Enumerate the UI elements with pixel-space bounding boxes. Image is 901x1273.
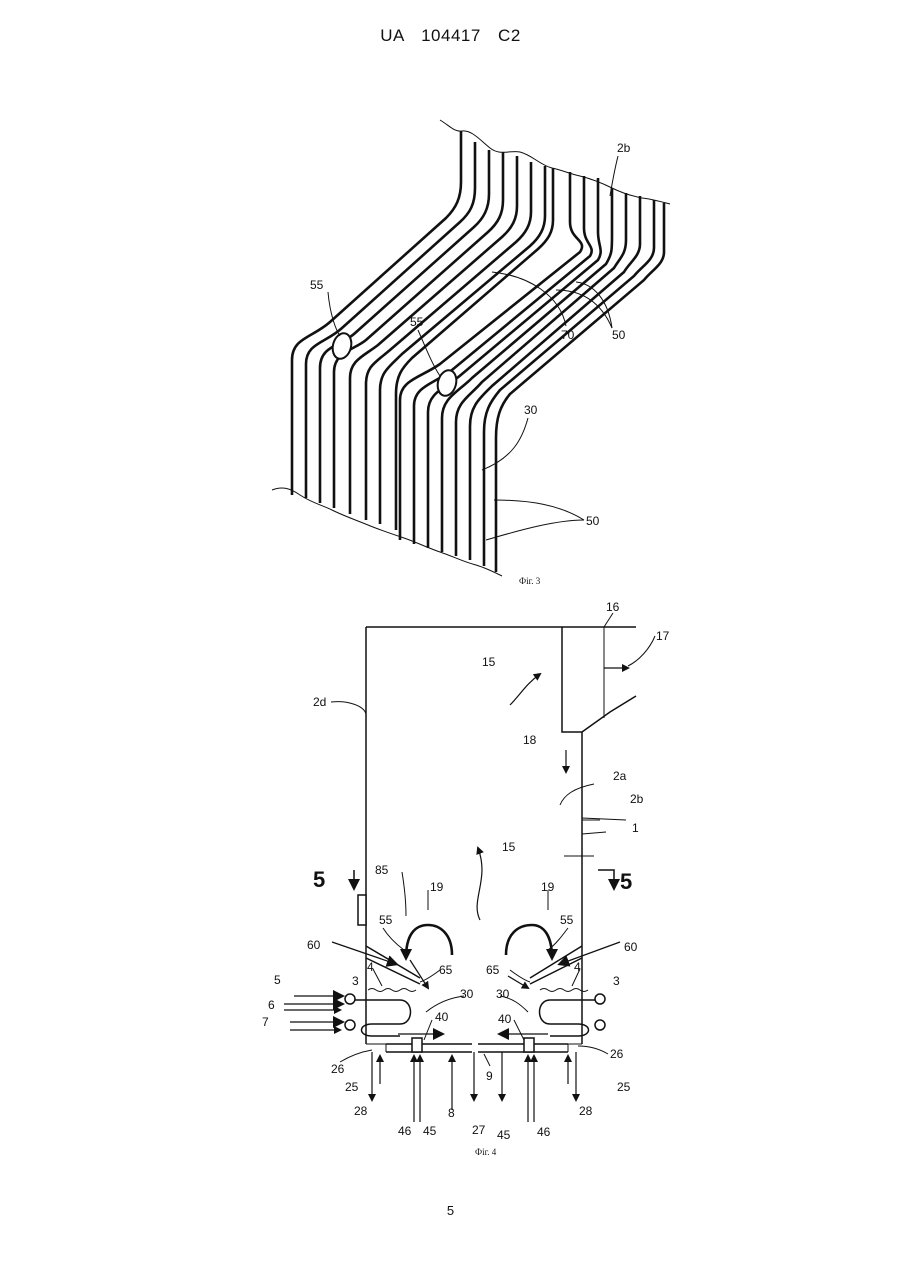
fig4-label-2b: 2b [630,792,644,806]
fig4-label-15-upper: 15 [482,655,496,669]
fig4-label-65-right: 65 [486,963,500,977]
page-number: 5 [0,1203,901,1218]
fig4-label-1: 1 [632,821,639,835]
fig4-label-27: 27 [472,1123,486,1137]
fig4-section-5-left: 5 [313,867,325,892]
fig4-label-16: 16 [606,600,620,614]
fig4-label-3-right: 3 [613,974,620,988]
fig4-label-4-right: 4 [574,960,581,974]
fig4-label-45-right: 45 [497,1128,511,1142]
fig4-label-26-right: 26 [610,1047,624,1061]
fig4-label-28-left: 28 [354,1104,368,1118]
fig4-label-3-left: 3 [352,974,359,988]
fig4-label-15-center: 15 [502,840,516,854]
fig4-label-40-left: 40 [435,1010,449,1024]
fig4-label-30-right: 30 [496,987,510,1001]
fig4-label-17: 17 [656,629,670,643]
fig4-label-19-right: 19 [541,880,555,894]
fig4-label-5-feed: 5 [274,973,281,987]
fig4-label-2d: 2d [313,695,326,709]
fig4-label-55-right: 55 [560,913,574,927]
fig4-label-26-left: 26 [331,1062,345,1076]
fig4-label-28-right: 28 [579,1104,593,1118]
fig4-label-2a: 2a [613,769,627,783]
fig4-label-60-left: 60 [307,938,321,952]
fig4-label-19-left: 19 [430,880,444,894]
fig4-section-5-right: 5 [620,869,632,894]
fig4-label-8: 8 [448,1106,455,1120]
fig4-label-40-right: 40 [498,1012,512,1026]
fig4-furnace-walls [366,627,636,1044]
fig4-label-65-left: 65 [439,963,453,977]
fig4-label-30-left: 30 [460,987,474,1001]
fig4-label-25-right: 25 [617,1080,631,1094]
fig4-label-55-left: 55 [379,913,393,927]
fig4-label-6: 6 [268,998,275,1012]
fig4-label-60-right: 60 [624,940,638,954]
fig4-label-45-left: 45 [423,1124,437,1138]
fig4-label-4-left: 4 [367,960,374,974]
fig4-label-46-right: 46 [537,1125,551,1139]
fig4-label-9: 9 [486,1069,493,1083]
fig4-label-46-left: 46 [398,1124,412,1138]
fig4-label-25-left: 25 [345,1080,359,1094]
fig4-label-7: 7 [262,1015,269,1029]
fig4-label-18: 18 [523,733,537,747]
fig4-label-85: 85 [375,863,389,877]
fig4-caption: Фіг. 4 [475,1147,497,1157]
